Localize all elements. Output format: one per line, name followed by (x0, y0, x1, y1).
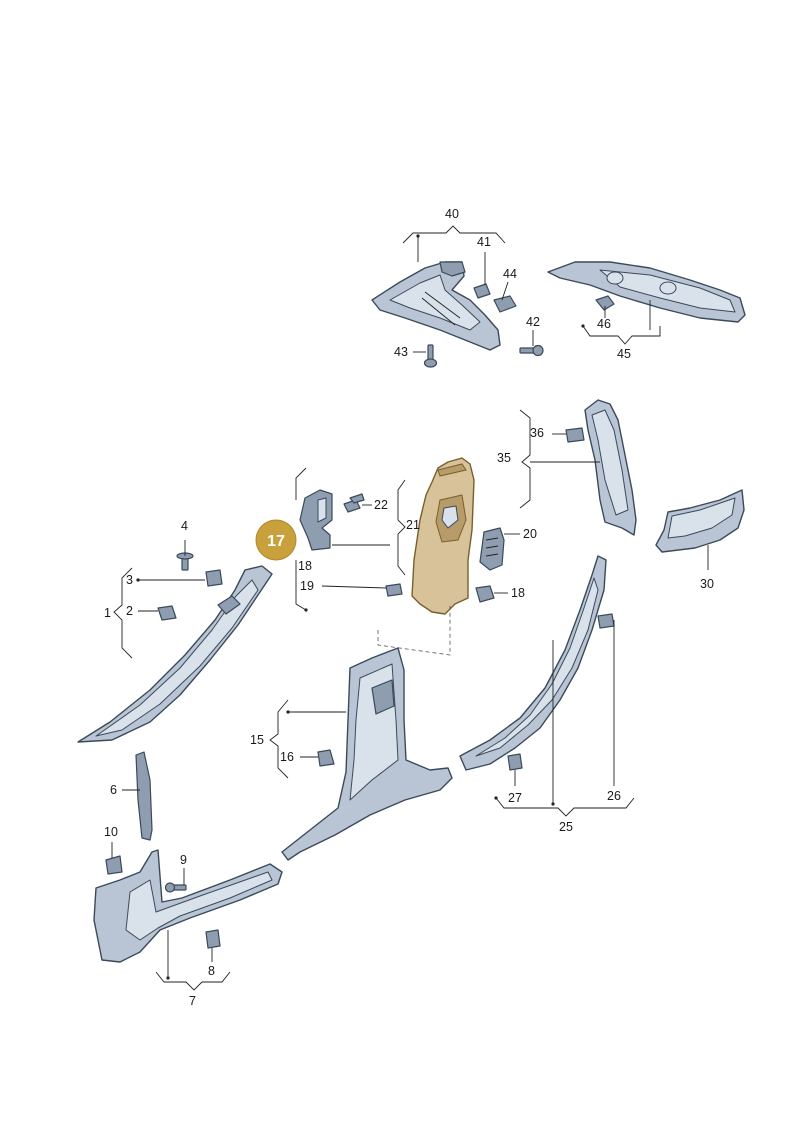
b-pillar-group (519, 399, 745, 570)
label-42[interactable]: 42 (526, 315, 540, 329)
label-2[interactable]: 2 (126, 604, 133, 618)
label-41[interactable]: 41 (477, 235, 491, 249)
part-44-clip[interactable] (493, 295, 517, 313)
part-9-screw[interactable] (164, 882, 187, 893)
sill-group (93, 751, 283, 991)
part-18-bracket-upper[interactable] (299, 489, 333, 551)
label-8[interactable]: 8 (208, 964, 215, 978)
label-16[interactable]: 16 (280, 750, 294, 764)
label-40[interactable]: 40 (445, 207, 459, 221)
part-8-clip[interactable] (205, 929, 221, 949)
label-21[interactable]: 21 (406, 518, 420, 532)
a-pillar-group (77, 540, 273, 743)
part-27-clip[interactable] (507, 753, 523, 771)
part-2-clip[interactable] (157, 605, 177, 621)
part-18-clip-lower[interactable] (475, 585, 495, 603)
label-19[interactable]: 19 (300, 579, 314, 593)
label-30[interactable]: 30 (700, 577, 714, 591)
part-46-clip[interactable] (595, 295, 615, 311)
part-6-strip[interactable] (135, 751, 153, 841)
label-36[interactable]: 36 (530, 426, 544, 440)
label-10[interactable]: 10 (104, 825, 118, 839)
rear-trim-group (371, 225, 746, 368)
label-25[interactable]: 25 (559, 820, 573, 834)
part-25-rear-trim[interactable] (459, 555, 607, 771)
label-4[interactable]: 4 (181, 519, 188, 533)
rear-sill-group (459, 555, 635, 817)
part-labels: 40 41 44 42 43 46 45 36 35 30 22 21 20 1… (104, 207, 714, 1008)
label-18-lower[interactable]: 18 (511, 586, 525, 600)
label-6[interactable]: 6 (110, 783, 117, 797)
part-16-clip[interactable] (317, 749, 335, 767)
label-20[interactable]: 20 (523, 527, 537, 541)
label-1[interactable]: 1 (104, 606, 111, 620)
label-43[interactable]: 43 (394, 345, 408, 359)
b-pillar-lower-group (269, 647, 453, 861)
label-18-upper[interactable]: 18 (298, 559, 312, 573)
label-44[interactable]: 44 (503, 267, 517, 281)
part-20-bracket[interactable] (479, 527, 505, 571)
label-15[interactable]: 15 (250, 733, 264, 747)
part-19-clip[interactable] (385, 583, 403, 597)
label-45[interactable]: 45 (617, 347, 631, 361)
part-42-screw[interactable] (519, 344, 544, 357)
part-36-clip[interactable] (565, 427, 585, 443)
part-10-clip[interactable] (105, 855, 123, 875)
part-43-screw[interactable] (423, 344, 438, 368)
label-7[interactable]: 7 (189, 994, 196, 1008)
part-26-clip[interactable] (597, 613, 615, 629)
label-3[interactable]: 3 (126, 573, 133, 587)
label-9[interactable]: 9 (180, 853, 187, 867)
part-17-badge[interactable]: 17 (255, 519, 297, 561)
label-46[interactable]: 46 (597, 317, 611, 331)
label-22[interactable]: 22 (374, 498, 388, 512)
highlighted-group (295, 457, 520, 656)
part-41-clip[interactable] (473, 283, 491, 299)
label-27[interactable]: 27 (508, 791, 522, 805)
label-26[interactable]: 26 (607, 789, 621, 803)
part-3-clip[interactable] (205, 569, 223, 587)
part-4-screw[interactable] (176, 552, 194, 571)
label-35[interactable]: 35 (497, 451, 511, 465)
part-17-badge-text: 17 (267, 533, 285, 550)
